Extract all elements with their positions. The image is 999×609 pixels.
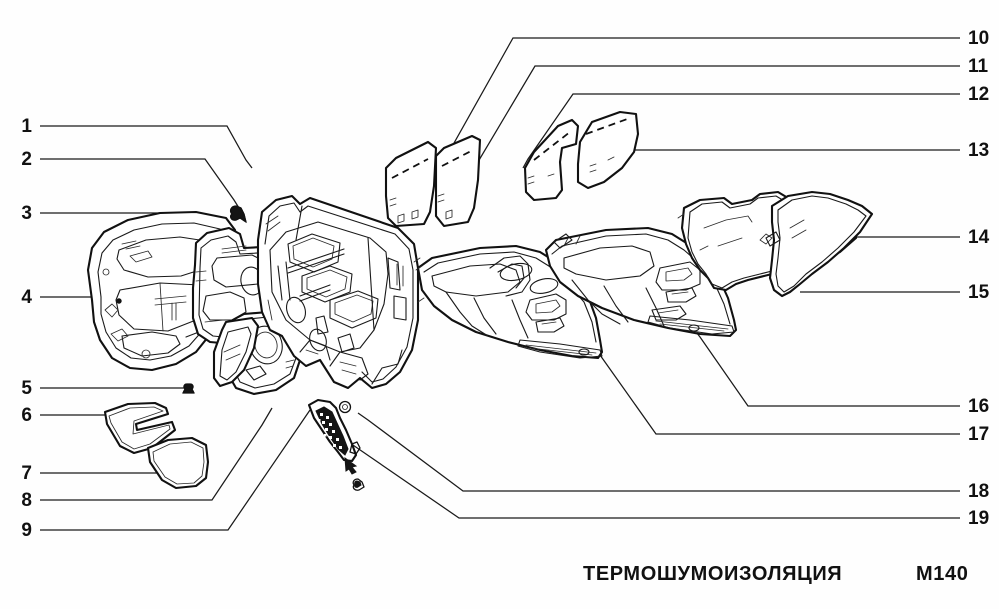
leader-line-16 — [692, 327, 960, 407]
callout-number-7: 7 — [21, 463, 32, 484]
dash-insulation-flap — [212, 316, 260, 388]
callout-number-12: 12 — [968, 84, 990, 105]
callout-number-4: 4 — [21, 287, 32, 308]
callout-number-3: 3 — [21, 203, 32, 224]
callout-number-17: 17 — [968, 424, 990, 445]
leader-line-18 — [357, 412, 960, 492]
side-insulation-panel-2 — [434, 134, 482, 228]
front-floor-mat-right — [544, 226, 738, 338]
callout-number-10: 10 — [968, 28, 990, 49]
leader-line-1 — [40, 125, 253, 169]
callout-number-18: 18 — [968, 481, 990, 502]
rubber-grommet-small — [352, 478, 365, 491]
callout-arrow — [344, 456, 358, 475]
leader-line-8 — [40, 407, 273, 501]
callout-number-11: 11 — [968, 56, 989, 77]
callout-number-9: 9 — [21, 520, 32, 541]
textured-pedal-pad — [307, 398, 361, 463]
retainer-clip-upper — [229, 205, 247, 224]
rear-floor-insulation-panel-2 — [765, 190, 874, 298]
callout-number-2: 2 — [21, 149, 32, 170]
leader-line-17 — [593, 346, 960, 435]
leader-line-10 — [433, 37, 960, 181]
rubber-grommet — [338, 400, 352, 414]
retainer-clip-lower — [182, 383, 195, 394]
callout-number-16: 16 — [968, 396, 990, 417]
side-insulation-panel-3 — [523, 118, 580, 202]
side-insulation-panel-4 — [576, 110, 640, 190]
callout-number-1: 1 — [21, 116, 32, 137]
small-insulation-pad-upper — [103, 401, 177, 455]
callout-number-8: 8 — [21, 490, 32, 511]
small-insulation-pad-lower — [146, 436, 210, 490]
diagram-title: ТЕРМОШУМОИЗОЛЯЦИЯ — [583, 563, 843, 585]
callout-number-19: 19 — [968, 508, 990, 529]
leader-line-19 — [341, 437, 960, 519]
callout-number-5: 5 — [21, 378, 32, 399]
leader-line-2 — [40, 158, 240, 209]
side-insulation-panel-1 — [384, 140, 438, 228]
leader-lines-right — [341, 37, 960, 519]
leader-line-9 — [40, 409, 311, 531]
callout-number-13: 13 — [968, 140, 990, 161]
leader-line-12 — [522, 93, 960, 169]
diagram-code: М140 — [916, 563, 969, 585]
callout-number-14: 14 — [968, 227, 990, 248]
firewall-bulkhead-structure — [256, 194, 420, 390]
callout-number-6: 6 — [21, 405, 32, 426]
callout-number-15: 15 — [968, 282, 990, 303]
edge-detail-marks — [413, 213, 685, 303]
